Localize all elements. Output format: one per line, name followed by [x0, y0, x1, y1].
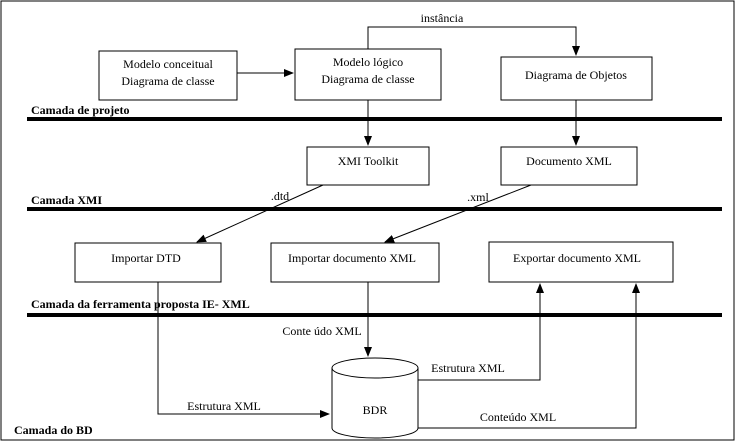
edge-label-xml: .xml	[467, 190, 489, 204]
box-exportar-documento: Exportar documento XML	[488, 241, 674, 283]
box-documento-xml: Documento XML	[500, 146, 638, 186]
box-modelo-conceitual: Modelo conceitual Diagrama de classe	[98, 50, 238, 101]
box-modelo-logico-line2: Diagrama de classe	[321, 72, 414, 86]
edge-label-estrutura-out: Estrutura XML	[431, 361, 505, 375]
box-modelo-conceitual-line1: Modelo conceitual	[123, 57, 213, 71]
edge-label-estrutura-in: Estrutura XML	[187, 399, 261, 413]
edge-label-instancia: instância	[421, 11, 464, 25]
arrow-estrutura-out	[418, 283, 544, 381]
arrow-dtd	[196, 184, 324, 243]
box-documento-xml-line1: Documento XML	[526, 154, 612, 168]
database-cylinder-bdr: BDR	[331, 357, 419, 439]
box-xmi-toolkit: XMI Toolkit	[306, 146, 430, 186]
box-modelo-conceitual-line2: Diagrama de classe	[121, 74, 214, 88]
box-importar-dtd-line1: Importar DTD	[111, 251, 181, 265]
layer-label-projeto: Camada de projeto	[31, 103, 129, 117]
box-diagrama-objetos-line1: Diagrama de Objetos	[525, 68, 627, 82]
layer-label-ferramenta: Camada da ferramenta proposta IE- XML	[31, 297, 250, 311]
edge-label-conteudo-in: Conte údo XML	[282, 324, 361, 338]
database-bdr-label: BDR	[363, 403, 388, 417]
layer-separator-ferramenta	[27, 313, 722, 317]
layer-label-xmi: Camada XMI	[31, 193, 102, 207]
layer-label-bd: Camada do BD	[14, 423, 93, 437]
box-importar-documento: Importar documento XML	[270, 242, 440, 283]
arrow-xml	[384, 184, 532, 243]
arrow-estrutura-in	[157, 282, 330, 418]
arrow-conteudo-out	[418, 283, 640, 429]
edge-label-dtd: .dtd	[271, 189, 289, 203]
box-diagrama-objetos: Diagrama de Objetos	[500, 56, 653, 101]
layer-separator-projeto	[27, 117, 722, 121]
box-importar-documento-line1: Importar documento XML	[288, 251, 416, 265]
layer-separator-xmi	[27, 207, 722, 211]
edge-label-conteudo-out: Conteúdo XML	[480, 410, 556, 424]
box-xmi-toolkit-line1: XMI Toolkit	[338, 154, 399, 168]
arrow-instancia	[367, 26, 580, 56]
box-exportar-documento-line1: Exportar documento XML	[513, 251, 641, 265]
box-modelo-logico-line1: Modelo lógico	[333, 55, 403, 69]
box-modelo-logico: Modelo lógico Diagrama de classe	[294, 48, 442, 101]
box-importar-dtd: Importar DTD	[74, 242, 222, 283]
